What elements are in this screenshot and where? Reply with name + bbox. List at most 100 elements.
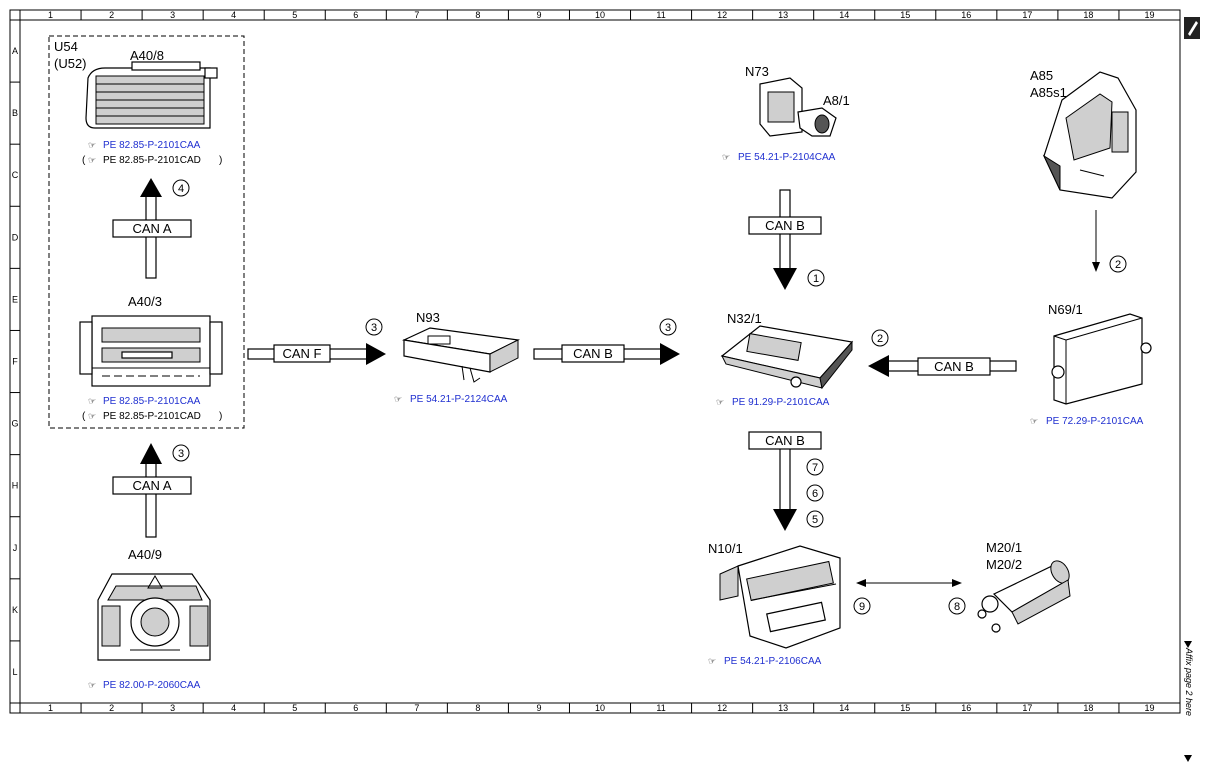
grid-col-label: 9 <box>536 10 541 20</box>
grid-col-label: 13 <box>778 703 788 713</box>
marker-2-n69: 2 <box>877 333 883 345</box>
grid-row-label: C <box>12 170 19 180</box>
can-a-bus-lower <box>145 461 157 538</box>
a40-3-ref-alt: PE 82.85-P-2101CAD <box>103 411 201 422</box>
can-b-n10-arrowhead <box>773 509 797 531</box>
grid-col-label: 2 <box>109 703 114 713</box>
grid-row-label: E <box>12 294 18 304</box>
marker-5: 5 <box>812 514 818 526</box>
grid-col-label: 17 <box>1022 703 1032 713</box>
grid-column-ticks: 1122334455667788991010111112121313141415… <box>48 10 1154 713</box>
grid-col-label: 13 <box>778 10 788 20</box>
marker-3-can-b: 3 <box>665 322 671 334</box>
n10-1-sam-module-icon <box>719 545 841 649</box>
a40-3-alt-book-icon: ☞ <box>88 411 96 421</box>
can-a-lower-label: CAN A <box>132 478 171 493</box>
n93-book-icon: ☞ <box>394 394 402 404</box>
n93-ref: PE 54.21-P-2124CAA <box>410 394 508 405</box>
grid-row-label: B <box>12 108 18 118</box>
svg-text:): ) <box>219 155 222 166</box>
marker-6: 6 <box>812 488 818 500</box>
can-b-n93-arrowhead <box>660 343 680 365</box>
grid-col-label: 19 <box>1144 10 1154 20</box>
marker-3-can-f: 3 <box>371 322 377 334</box>
a40-9-ref: PE 82.00-P-2060CAA <box>103 680 201 691</box>
grid-col-label: 19 <box>1144 703 1154 713</box>
u52-label: (U52) <box>54 56 87 71</box>
can-b-n10-label: CAN B <box>765 433 805 448</box>
marker-2-a85: 2 <box>1115 259 1121 271</box>
a85-arrowhead <box>1092 262 1100 272</box>
grid-col-label: 10 <box>595 703 605 713</box>
grid-col-label: 6 <box>353 703 358 713</box>
grid-col-label: 16 <box>961 10 971 20</box>
affix-note: Affix page 2 here <box>1184 647 1194 716</box>
marker-1: 1 <box>813 273 819 285</box>
a40-3-control-panel-icon <box>79 315 223 387</box>
marker-3-lower: 3 <box>178 448 184 460</box>
a40-9-label: A40/9 <box>128 547 162 562</box>
grid-col-label: 9 <box>536 703 541 713</box>
affix-arrow-top <box>1184 641 1192 648</box>
a40-8-ref: PE 82.85-P-2101CAA <box>103 140 201 151</box>
can-b-n69-arrowhead <box>868 355 889 377</box>
grid-row-label: L <box>12 667 17 677</box>
grid-row-label: J <box>13 543 18 553</box>
n93-label: N93 <box>416 310 440 325</box>
n93-module-icon <box>401 327 521 383</box>
n32-1-label: N32/1 <box>727 311 762 326</box>
a40-8-display-icon <box>85 61 218 129</box>
grid-col-label: 18 <box>1083 10 1093 20</box>
m20-2-label: M20/2 <box>986 557 1022 572</box>
can-b-n10-bus <box>779 447 791 513</box>
a40-9-switch-panel-icon <box>97 573 211 661</box>
grid-col-label: 11 <box>656 703 665 713</box>
n10-1-book-icon: ☞ <box>708 656 716 666</box>
can-b-n73-arrowhead <box>773 268 797 290</box>
marker-8: 8 <box>954 601 960 613</box>
svg-text:(: ( <box>82 411 86 422</box>
marker-4: 4 <box>178 183 184 195</box>
marker-7: 7 <box>812 462 818 474</box>
grid-col-label: 14 <box>839 10 849 20</box>
n69-1-door-module-icon <box>1051 313 1152 405</box>
pen-icon <box>1184 17 1200 39</box>
m20-1-label: M20/1 <box>986 540 1022 555</box>
grid-col-label: 6 <box>353 10 358 20</box>
grid-row-label: H <box>12 481 19 491</box>
a40-8-ref-alt: PE 82.85-P-2101CAD <box>103 155 201 166</box>
grid-col-label: 7 <box>414 10 419 20</box>
a85s1-label: A85s1 <box>1030 85 1067 100</box>
svg-text:): ) <box>219 411 222 422</box>
a40-8-label: A40/8 <box>130 48 164 63</box>
grid-col-label: 14 <box>839 703 849 713</box>
can-f-label: CAN F <box>283 346 322 361</box>
can-b-n73-label: CAN B <box>765 218 805 233</box>
can-f-arrowhead <box>366 343 386 365</box>
a8-1-label: A8/1 <box>823 93 850 108</box>
grid-col-label: 8 <box>475 703 480 713</box>
n73-ignition-switch-icon <box>759 77 837 137</box>
n73-book-icon: ☞ <box>722 152 730 162</box>
n69-1-label: N69/1 <box>1048 302 1083 317</box>
marker-9: 9 <box>859 601 865 613</box>
n10-1-label: N10/1 <box>708 541 743 556</box>
m20-motor-icon <box>977 560 1071 633</box>
grid-col-label: 7 <box>414 703 419 713</box>
a40-8-book-icon: ☞ <box>88 140 96 150</box>
can-a-upper-label: CAN A <box>132 221 171 236</box>
grid-row-label: G <box>11 419 18 429</box>
grid-col-label: 11 <box>656 10 665 20</box>
n10-1-ref: PE 54.21-P-2106CAA <box>724 656 822 667</box>
grid-col-label: 12 <box>717 703 727 713</box>
grid-row-label: F <box>12 357 18 367</box>
grid-col-label: 10 <box>595 10 605 20</box>
a40-8-alt-book-icon: ☞ <box>88 155 96 165</box>
n69-1-ref: PE 72.29-P-2101CAA <box>1046 416 1144 427</box>
grid-col-label: 2 <box>109 10 114 20</box>
grid-col-label: 4 <box>231 10 236 20</box>
can-b-n93-label: CAN B <box>573 346 613 361</box>
svg-text:(: ( <box>82 155 86 166</box>
grid-col-label: 8 <box>475 10 480 20</box>
